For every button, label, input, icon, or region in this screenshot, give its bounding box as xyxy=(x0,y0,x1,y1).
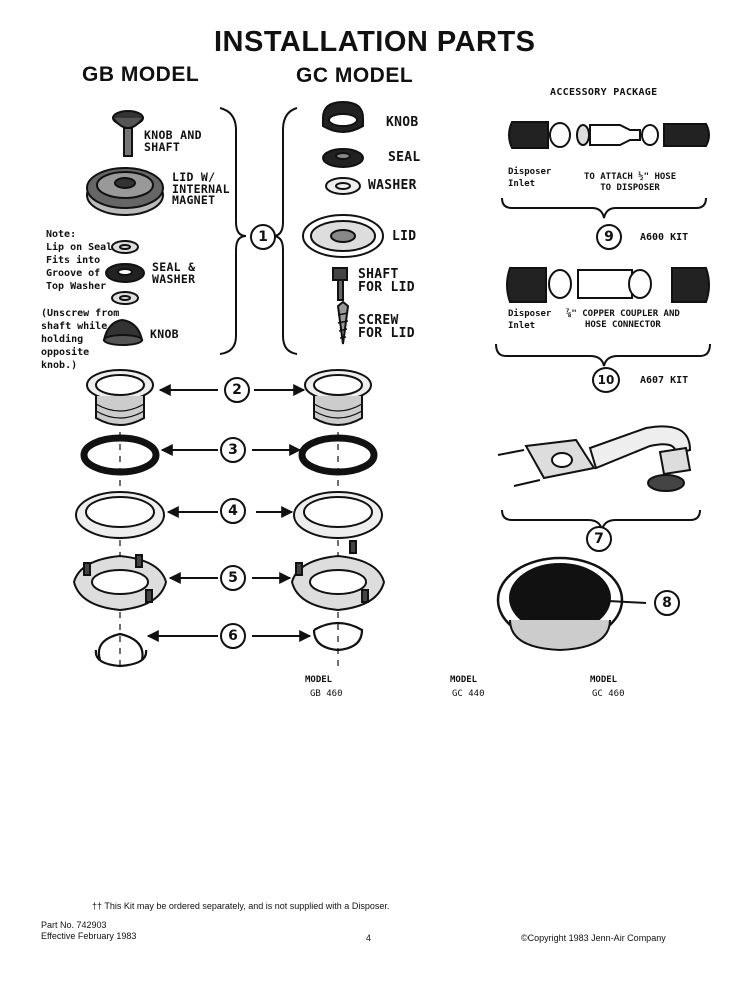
callout-8: 8 xyxy=(654,590,680,616)
sink-trim-ring-part xyxy=(496,556,624,652)
drain-elbow-part xyxy=(497,425,692,492)
gb-flange-part xyxy=(86,369,154,426)
part-number: Part No. 742903 xyxy=(41,920,107,930)
gc-screw-part xyxy=(336,300,350,345)
callout-9: 9 xyxy=(596,224,622,250)
gb-model-heading: GB MODEL xyxy=(82,63,200,86)
gc-screw-label: SCREW FOR LID xyxy=(358,313,415,341)
page-number: 4 xyxy=(366,933,372,943)
kit10-name: A607 KIT xyxy=(640,375,689,386)
accessory-heading: ACCESSORY PACKAGE xyxy=(550,87,658,98)
gc-washer-label: WASHER xyxy=(368,178,417,193)
gc-knob-part xyxy=(322,100,364,133)
gb-knob-label: KNOB xyxy=(150,327,179,341)
kit10-description: ⅞" COPPER COUPLER AND HOSE CONNECTOR xyxy=(566,309,680,330)
model2-value: GC 440 xyxy=(452,689,485,699)
callout-1: 1 xyxy=(250,224,276,250)
gb-mount-bracket-part xyxy=(72,554,168,612)
callout-6: 6 xyxy=(220,623,246,649)
gc-knob-label: KNOB xyxy=(386,115,419,130)
kit10-inlet-label: Disposer Inlet xyxy=(508,309,552,331)
kit-a600-illustration xyxy=(508,121,710,149)
callout-2: 2 xyxy=(224,377,250,403)
gc-mount-bracket-part xyxy=(290,540,386,612)
gb-knob-shaft-part xyxy=(112,110,144,157)
kit9-description: TO ATTACH ½" HOSE TO DISPOSER xyxy=(584,172,677,193)
kit9-name: A600 KIT xyxy=(640,232,689,243)
page-title: INSTALLATION PARTS xyxy=(214,26,536,58)
gb-seal-washer-label: SEAL & WASHER xyxy=(152,260,196,286)
gb-seal-note: Note: Lip on Seal Fits into Groove of To… xyxy=(46,229,113,292)
gc-shaft-part xyxy=(332,267,348,301)
kit-a607-illustration xyxy=(506,267,710,303)
gc-washer-part xyxy=(325,177,361,195)
kit-footnote: †† This Kit may be ordered separately, a… xyxy=(92,901,390,911)
model1-label: MODEL xyxy=(305,675,333,685)
model3-label: MODEL xyxy=(590,675,618,685)
gc-seal-label: SEAL xyxy=(388,150,421,165)
gc-model-heading: GC MODEL xyxy=(296,64,414,87)
callout-10: 10 xyxy=(592,367,620,393)
gb-unscrew-note: (Unscrew from shaft while holding opposi… xyxy=(41,308,120,371)
gb-lid-part xyxy=(86,167,164,216)
model1-value: GB 460 xyxy=(310,689,343,699)
gc-flange-part xyxy=(304,369,372,426)
gb-lid-label: LID W/ INTERNAL MAGNET xyxy=(172,170,230,207)
gc-lid-label: LID xyxy=(392,229,417,244)
gb-knob-part xyxy=(102,318,144,346)
copyright: ©Copyright 1983 Jenn-Air Company xyxy=(521,933,666,943)
kit9-inlet-label: Disposer Inlet xyxy=(508,167,552,189)
effective-date: Effective February 1983 xyxy=(41,931,137,941)
callout-3: 3 xyxy=(220,437,246,463)
callout-4: 4 xyxy=(220,498,246,524)
model2-label: MODEL xyxy=(450,675,478,685)
callout-7: 7 xyxy=(586,526,612,552)
model3-value: GC 460 xyxy=(592,689,625,699)
gb-seal-washer-part xyxy=(105,240,145,305)
callout-5: 5 xyxy=(220,565,246,591)
gc-seal-part xyxy=(322,148,364,168)
gb-knob-shaft-label: KNOB AND SHAFT xyxy=(144,128,202,154)
gc-lid-part xyxy=(302,214,384,258)
gc-shaft-label: SHAFT FOR LID xyxy=(358,267,415,295)
